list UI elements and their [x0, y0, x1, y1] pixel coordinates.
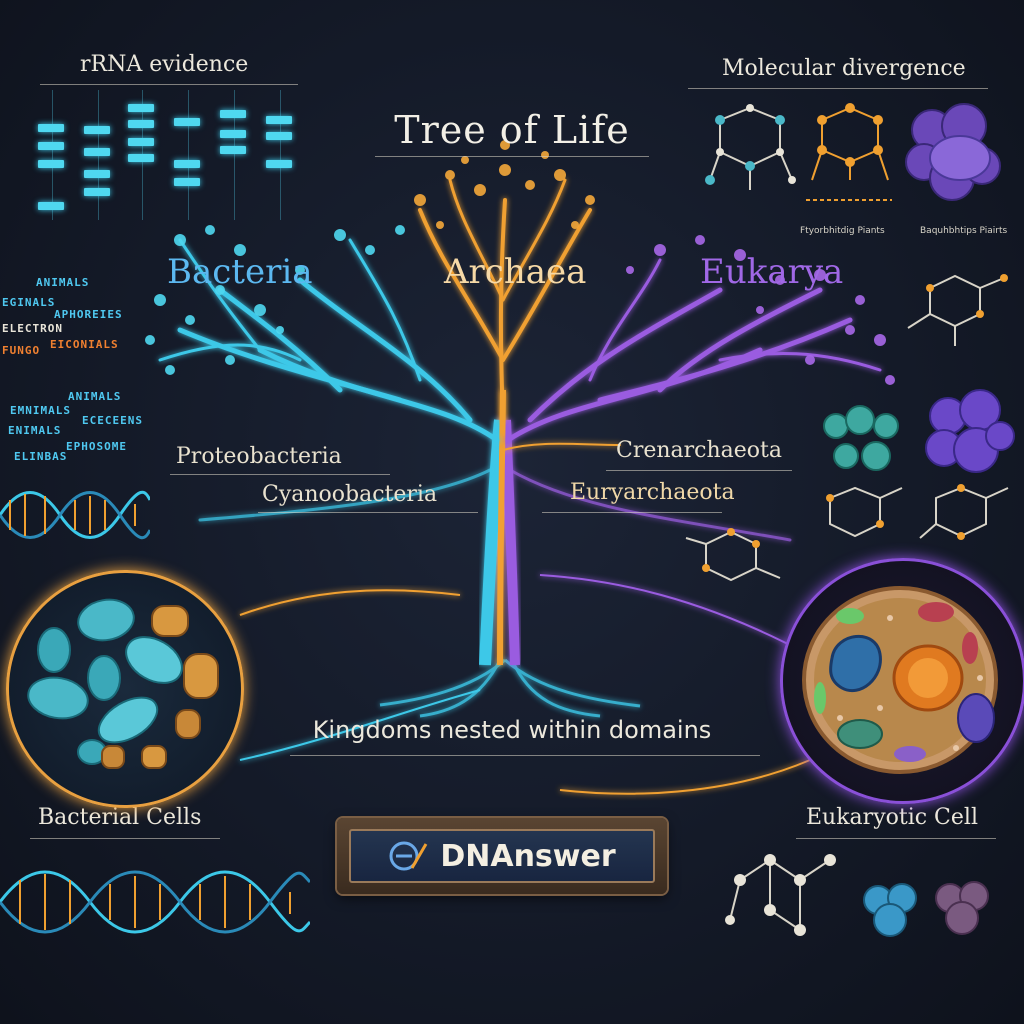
rrna-evidence-label: rRNA evidence [80, 52, 249, 77]
glyph-text: ANIMALS [36, 276, 90, 289]
eukaryotic-cell-underline [796, 838, 996, 839]
tree-trunk [479, 389, 520, 666]
protein-blob-icon [863, 883, 917, 937]
bacteria-leaves [145, 225, 405, 375]
brand-logo-icon [389, 841, 428, 871]
molecular-underline [688, 88, 988, 89]
dna-helix-icon [0, 870, 310, 934]
euryarchaeota-underline [542, 512, 722, 513]
domain-eukarya-label: Eukarya [700, 252, 844, 292]
cyanobacteria-underline [258, 512, 478, 513]
protein-blob-icon [823, 405, 899, 471]
molecule-caption: Baquhbhtips Piairts [920, 226, 1008, 236]
eukaryotic-cell-illustration [802, 586, 998, 774]
glyph-text: ENIMALS [8, 424, 62, 437]
bacterial-cells-label: Bacterial Cells [38, 805, 202, 830]
bacteria-connector [239, 589, 461, 616]
molecule-structure-icon [725, 854, 836, 936]
glyph-text: APHOREIES [54, 308, 123, 321]
crenarchaeota-underline [606, 470, 792, 471]
protein-blob-icon [925, 389, 1015, 473]
molecule-structure-icon [705, 104, 796, 190]
title-underline [375, 156, 649, 157]
brand-plaque: DNAnswer [337, 818, 667, 894]
brand-inner: DNAnswer [349, 829, 655, 883]
glyph-text: ANIMALS [68, 390, 122, 403]
bacteria-branch [158, 238, 500, 522]
molecule-structure-icon [685, 528, 781, 582]
proteobacteria-underline [170, 474, 390, 475]
dna-helix-icon [0, 490, 150, 540]
glyph-text: ECECEENS [82, 414, 143, 427]
kingdoms-underline [290, 755, 760, 756]
bacteria-connector-low [239, 689, 481, 761]
page-title: Tree of Life [394, 108, 630, 152]
eukarya-connector-low [559, 759, 811, 795]
molecule-structure-icon [907, 274, 1008, 346]
molecule-caption: Ftyorbhitdig Piants [800, 226, 885, 236]
glyph-text: ELINBAS [14, 450, 68, 463]
molecule-structure-icon [919, 484, 1009, 540]
glyph-text: EICONIALS [50, 338, 119, 351]
kingdoms-caption: Kingdoms nested within domains [312, 716, 712, 744]
protein-blob-icon [905, 103, 1001, 201]
glyph-text: EGINALS [2, 296, 56, 309]
glyph-text: EPHOSOME [66, 440, 127, 453]
archaea-branch [418, 178, 621, 451]
eukarya-branch [505, 258, 882, 542]
tree-roots [379, 658, 641, 718]
glyph-text: ELECTRON [2, 322, 63, 335]
molecular-divergence-label: Molecular divergence [722, 56, 966, 81]
bacterial-cells-underline [30, 838, 220, 839]
molecule-structure-icon [806, 103, 892, 201]
proteobacteria-label: Proteobacteria [176, 444, 342, 469]
bacteria-illustration [27, 598, 219, 769]
brand-name: DNAnswer [440, 838, 616, 874]
eukarya-leaves [626, 235, 895, 385]
eukaryotic-cell-label: Eukaryotic Cell [806, 805, 978, 830]
molecule-structure-icon [826, 486, 903, 538]
eukarya-connector [539, 574, 791, 646]
archaea-leaves [414, 140, 595, 229]
glyph-text: FUNGO [2, 344, 41, 357]
rrna-underline [40, 84, 298, 85]
euryarchaeota-label: Euryarchaeota [570, 480, 735, 505]
domain-archaea-label: Archaea [444, 252, 587, 292]
domain-bacteria-label: Bacteria [167, 252, 313, 292]
cyanobacteria-label: Cyanoobacteria [262, 482, 438, 507]
rrna-gel [30, 90, 310, 230]
crenarchaeota-label: Crenarchaeota [616, 438, 782, 463]
protein-blob-icon [935, 881, 989, 935]
glyph-text: EMNIMALS [10, 404, 71, 417]
